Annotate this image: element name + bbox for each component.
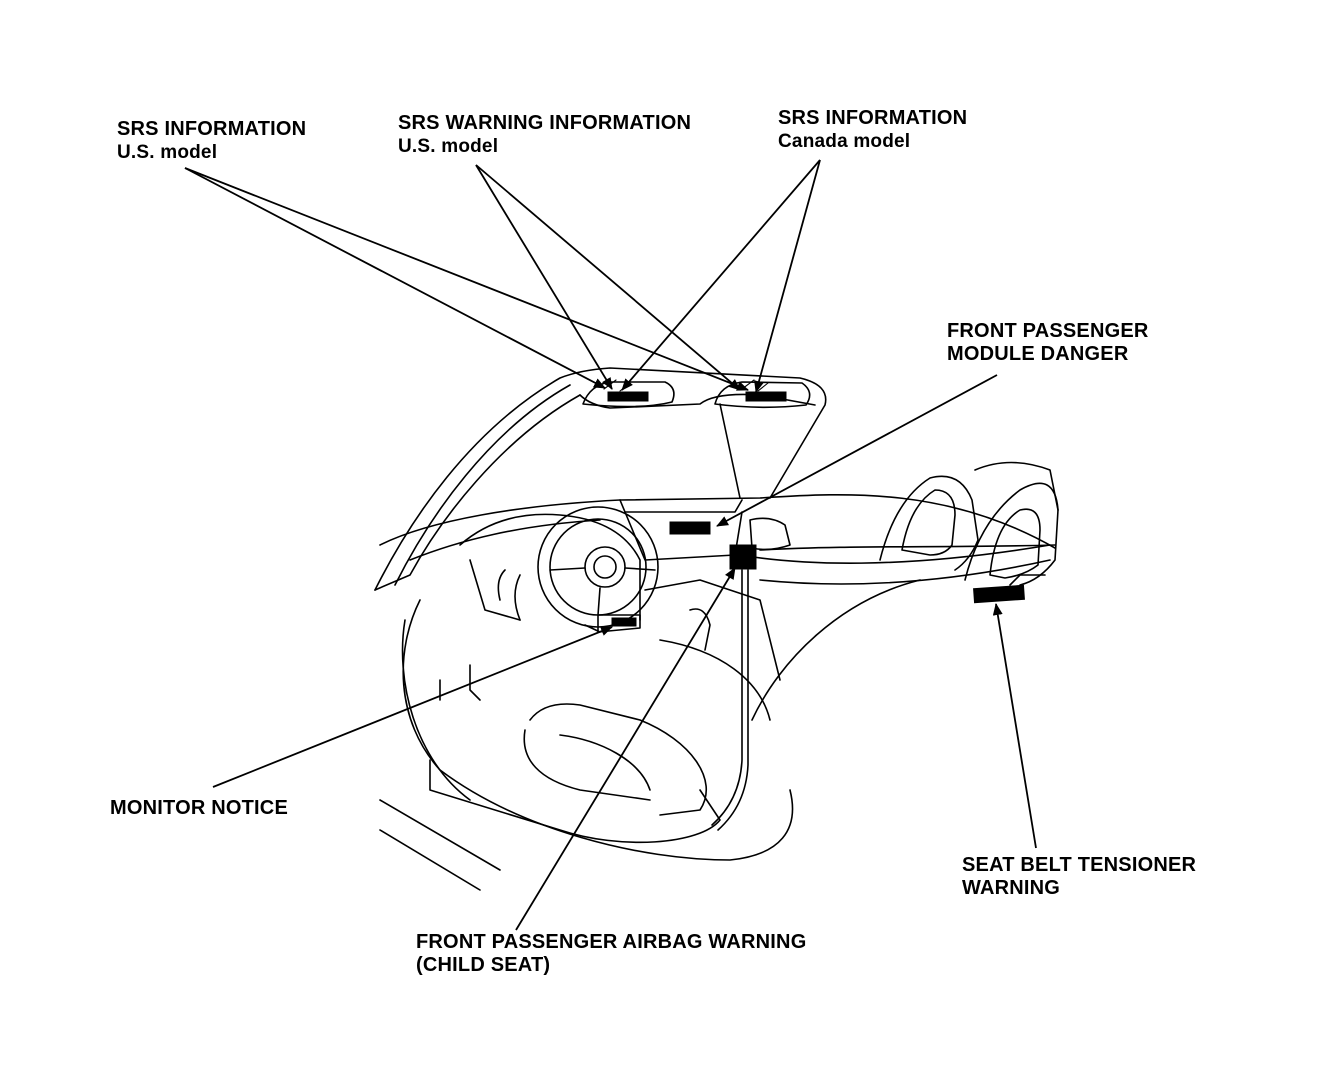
label-srs-info-canada: SRS INFORMATION Canada model bbox=[778, 107, 967, 153]
leader-srs-us-1 bbox=[184, 167, 606, 389]
leader-srs-warning-1 bbox=[475, 164, 613, 390]
door-opening bbox=[402, 599, 794, 861]
label-front-passenger-airbag-line2: (CHILD SEAT) bbox=[416, 954, 551, 976]
steering-hub bbox=[584, 546, 626, 588]
label-srs-info-us-title: SRS INFORMATION bbox=[117, 118, 307, 140]
rear-deck bbox=[751, 544, 1056, 721]
car-illustration bbox=[374, 367, 1059, 891]
front-passenger-module-label bbox=[669, 521, 711, 535]
label-front-passenger-airbag: FRONT PASSENGER AIRBAG WARNING (CHILD SE… bbox=[416, 931, 806, 977]
leader-monitor-notice bbox=[212, 626, 613, 788]
leader-srs-canada-1 bbox=[621, 159, 821, 391]
leader-srs-warning-2 bbox=[475, 164, 741, 391]
passenger-seat bbox=[529, 703, 707, 816]
windshield-frame-inner bbox=[394, 384, 571, 586]
label-monitor-notice-text: MONITOR NOTICE bbox=[110, 797, 288, 819]
label-front-passenger-module-line1: FRONT PASSENGER bbox=[947, 320, 1149, 342]
label-srs-warning-us-model: U.S. model bbox=[398, 136, 499, 157]
leader-lines bbox=[184, 159, 1037, 931]
roll-hoop-left bbox=[879, 475, 979, 571]
seat-belt-tensioner-label bbox=[973, 584, 1025, 604]
leader-front-passenger-module bbox=[716, 374, 998, 527]
airbag-warning-tag bbox=[729, 544, 757, 570]
label-seat-belt-tensioner: SEAT BELT TENSIONER WARNING bbox=[962, 854, 1196, 900]
label-front-passenger-module-line2: MODULE DANGER bbox=[947, 343, 1129, 365]
roll-hoop-right bbox=[964, 482, 1059, 586]
a-pillar-left bbox=[374, 394, 581, 591]
leader-srs-canada-2 bbox=[754, 159, 821, 393]
label-srs-info-canada-model: Canada model bbox=[778, 131, 911, 152]
label-monitor-notice: MONITOR NOTICE bbox=[110, 797, 288, 820]
label-srs-info-canada-title: SRS INFORMATION bbox=[778, 107, 968, 129]
instrument-hood bbox=[459, 513, 641, 621]
label-srs-warning-us: SRS WARNING INFORMATION U.S. model bbox=[398, 112, 691, 158]
label-seat-belt-tensioner-line1: SEAT BELT TENSIONER bbox=[962, 854, 1197, 876]
srs-label-visor-right bbox=[745, 391, 787, 402]
label-seat-belt-tensioner-line2: WARNING bbox=[962, 877, 1061, 899]
glovebox bbox=[624, 511, 743, 561]
dashboard-top bbox=[379, 493, 1056, 549]
leader-airbag-warning bbox=[515, 567, 736, 931]
srs-label-visor-left bbox=[607, 391, 649, 402]
label-srs-info-us-model: U.S. model bbox=[117, 142, 218, 163]
leader-seat-belt bbox=[992, 603, 1037, 849]
sun-visor-right bbox=[714, 381, 811, 409]
label-front-passenger-module: FRONT PASSENGER MODULE DANGER bbox=[947, 320, 1149, 366]
monitor-notice-label bbox=[611, 617, 637, 627]
center-console bbox=[644, 579, 781, 681]
windshield-frame bbox=[374, 367, 827, 591]
label-srs-warning-us-title: SRS WARNING INFORMATION bbox=[398, 112, 692, 134]
label-srs-info-us: SRS INFORMATION U.S. model bbox=[117, 118, 306, 164]
label-front-passenger-airbag-line1: FRONT PASSENGER AIRBAG WARNING bbox=[416, 931, 807, 953]
leader-srs-us-2 bbox=[184, 167, 749, 391]
